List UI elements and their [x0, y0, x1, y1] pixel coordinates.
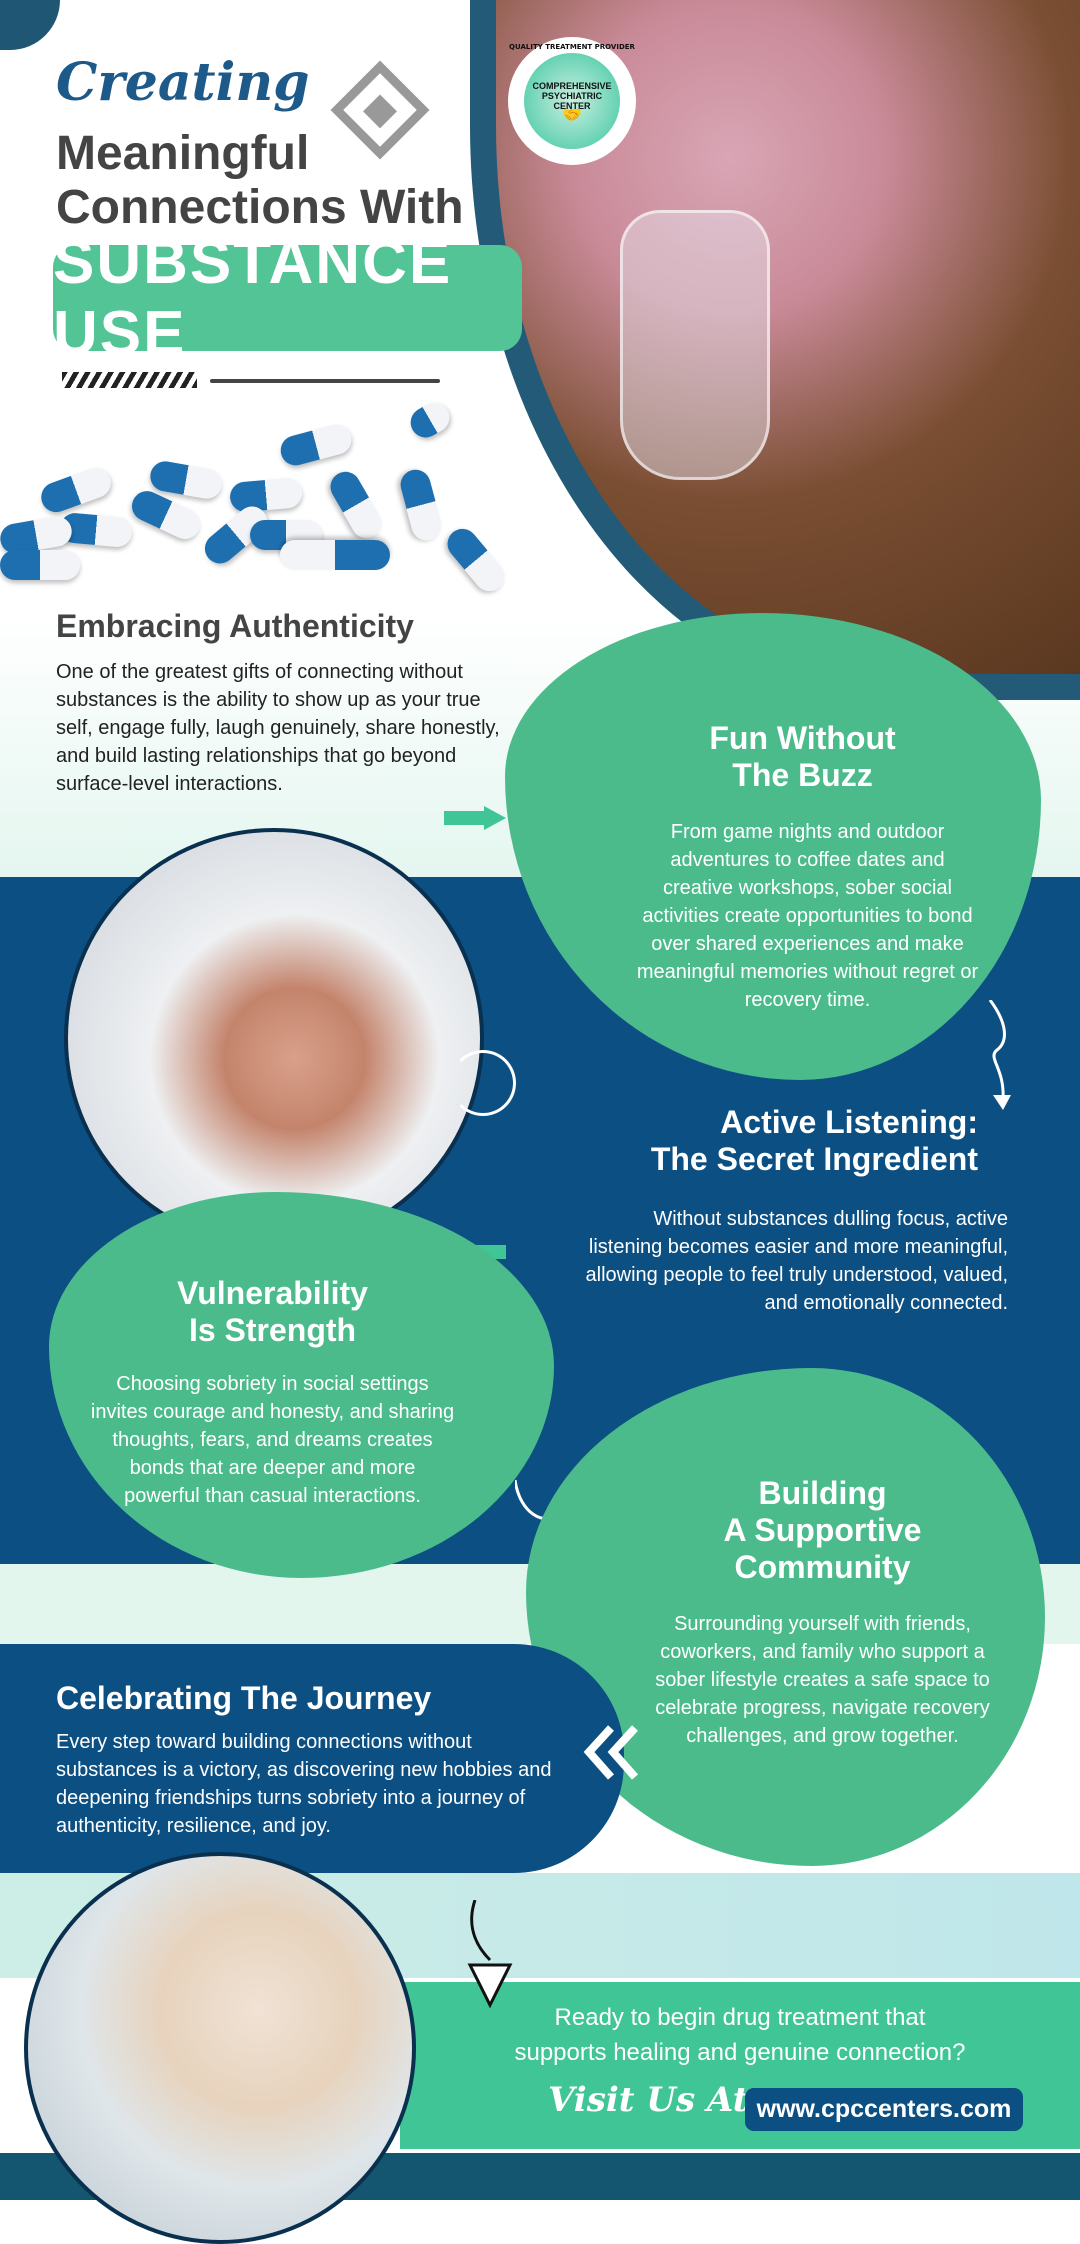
holding-hands-photo — [64, 828, 484, 1248]
section-body-listening: Without substances dulling focus, active… — [585, 1208, 1009, 1314]
cta-line: supports healing and genuine connection? — [514, 2039, 966, 2066]
arrow-right-icon — [444, 806, 506, 830]
section-body-celebrate: Every step toward building connections w… — [56, 1731, 552, 1837]
title-line: Is Strength — [188, 1312, 357, 1348]
title-line: Fun Without — [709, 720, 896, 756]
cta-text: Ready to begin drug treatment that suppor… — [400, 2000, 1080, 2070]
stripes-decoration — [62, 372, 197, 388]
doctor-photo — [24, 1852, 416, 2244]
vulnerability-blob — [49, 1192, 554, 1578]
section-body-community: Surrounding yourself with friends, cowor… — [655, 1613, 990, 1747]
website-link[interactable]: www.cpccenters.com — [745, 2088, 1023, 2131]
curly-arrow-down-icon — [988, 1000, 1011, 1110]
section-body-vulnerability: Choosing sobriety in social settings inv… — [90, 1373, 455, 1507]
section-title-authenticity: Embracing Authenticity — [56, 608, 414, 644]
title-line: Active Listening: — [720, 1104, 978, 1140]
logo-ring-text: QUALITY TREATMENT PROVIDER — [509, 43, 635, 51]
logo-name-2: PSYCHIATRIC — [541, 91, 603, 101]
title-line: The Secret Ingredient — [650, 1141, 978, 1177]
title-script: Creating — [56, 52, 310, 113]
double-chevron-left-icon — [583, 1725, 639, 1780]
title-line-2: Connections With — [56, 181, 464, 234]
logo-name-1: COMPREHENSIVE — [532, 81, 612, 91]
title-line: Vulnerability — [177, 1275, 368, 1311]
handshake-icon: 🤝 — [562, 107, 582, 124]
title-highlight: Substance Use — [53, 228, 522, 368]
section-title-listening: Active Listening:The Secret Ingredient — [560, 1104, 978, 1178]
title-line: Building — [758, 1475, 887, 1511]
title-line: The Buzz — [732, 757, 873, 793]
section-body-authenticity: One of the greatest gifts of connecting … — [56, 661, 500, 795]
logo: QUALITY TREATMENT PROVIDER COMPREHENSIVE… — [508, 37, 636, 165]
title-line: A Supportive — [723, 1512, 922, 1548]
arrow-down-icon — [467, 1900, 513, 2009]
visit-label: Visit Us At — [548, 2080, 749, 2120]
section-body-fun: From game nights and outdoor adventures … — [636, 821, 979, 1011]
water-glass-image — [620, 210, 770, 480]
title-line-1: Meaningful — [56, 127, 310, 180]
section-title-celebrate: Celebrating The Journey — [56, 1680, 432, 1716]
arc-decoration — [450, 1050, 516, 1116]
celebrate-panel — [0, 1644, 624, 1873]
pills-image — [0, 397, 520, 600]
divider-line — [210, 379, 440, 383]
title-line: Community — [734, 1549, 911, 1585]
logo-name-3: CENTER — [553, 101, 591, 111]
cta-line: Ready to begin drug treatment that — [554, 2004, 926, 2031]
